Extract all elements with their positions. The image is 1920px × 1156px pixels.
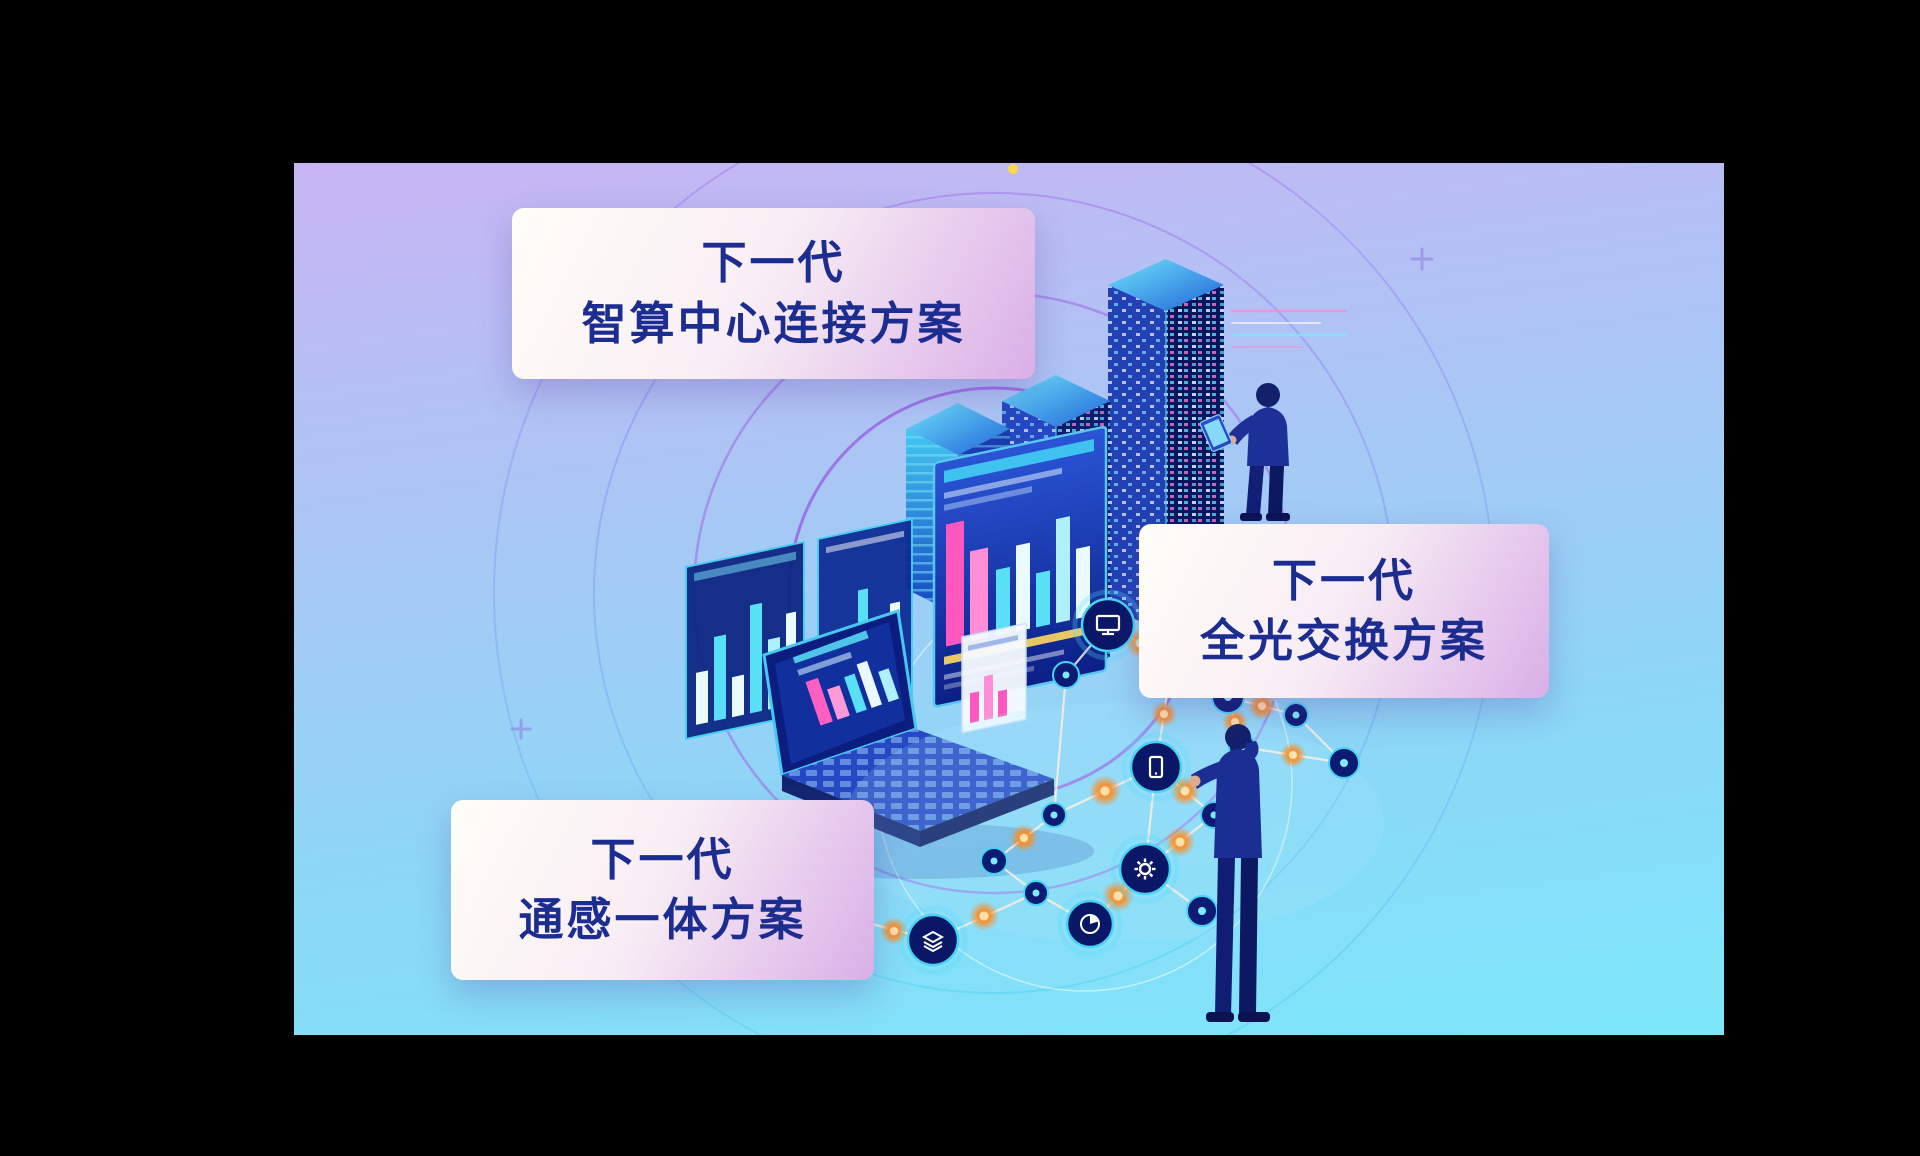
device-node-gear	[1110, 834, 1180, 904]
person-torso	[1214, 749, 1262, 858]
pie-chart-icon	[1080, 914, 1100, 934]
tablet-icon	[1199, 414, 1233, 452]
layers-icon	[921, 930, 945, 953]
device-node-phone	[1121, 732, 1191, 802]
person-leg	[1215, 858, 1235, 1015]
card-title-line1: 下一代	[590, 833, 735, 885]
glow-dot	[1102, 880, 1134, 912]
person-leg	[1239, 858, 1258, 1015]
device-node-layers	[898, 905, 968, 975]
device-node-monitor	[1072, 589, 1144, 661]
glow-dot	[1089, 775, 1121, 807]
person-leg	[1268, 466, 1284, 515]
network-node	[1052, 661, 1080, 689]
scanline-decorations	[1230, 309, 1348, 348]
network-node	[1283, 702, 1309, 728]
smartphone-icon	[1148, 755, 1164, 779]
glow-dot	[1010, 824, 1038, 852]
network-node	[1328, 747, 1360, 779]
device-node-pie	[1057, 891, 1123, 957]
solution-card-comm-sensing: 下一代 通感一体方案	[451, 800, 874, 980]
glow-dot	[969, 901, 999, 931]
person-foot	[1240, 513, 1262, 521]
card-title-line2: 全光交换方案	[1199, 615, 1488, 666]
person-foot	[1266, 513, 1290, 521]
card-title-line1: 下一代	[1271, 554, 1416, 606]
glow-dot	[1280, 742, 1306, 768]
solution-card-optical-switching: 下一代 全光交换方案	[1139, 524, 1549, 698]
network-node	[980, 847, 1008, 875]
gear-icon	[1134, 858, 1156, 880]
network-node	[1041, 802, 1067, 828]
monitor-icon	[1095, 614, 1121, 636]
engineer-standing	[1189, 724, 1270, 1022]
card-title-line2: 通感一体方案	[518, 894, 807, 945]
engineer-with-tablet	[1199, 383, 1290, 521]
network-node	[1186, 895, 1218, 927]
gradient-stage: 下一代 智算中心连接方案 下一代 全光交换方案 下一代 通感一体方案	[294, 163, 1724, 1035]
person-hand	[1189, 775, 1201, 787]
person-foot	[1238, 1012, 1270, 1022]
glow-dot	[1165, 827, 1195, 857]
glow-dot	[1151, 701, 1177, 727]
card-title-line1: 下一代	[701, 237, 846, 289]
person-head	[1225, 724, 1251, 750]
person-arm	[1245, 741, 1259, 761]
laptop-screen-content	[792, 629, 900, 726]
solution-card-computing-center: 下一代 智算中心连接方案	[512, 208, 1035, 379]
network-node	[1023, 880, 1049, 906]
glow-dot	[1248, 692, 1276, 720]
person-leg	[1246, 466, 1264, 515]
yellow-dot	[1008, 164, 1018, 174]
card-title-line2: 智算中心连接方案	[581, 297, 966, 349]
person-foot	[1206, 1012, 1234, 1022]
report-sheet	[961, 622, 1027, 734]
person-head	[1256, 383, 1280, 407]
glow-dot	[880, 917, 908, 945]
person-torso	[1247, 407, 1289, 466]
